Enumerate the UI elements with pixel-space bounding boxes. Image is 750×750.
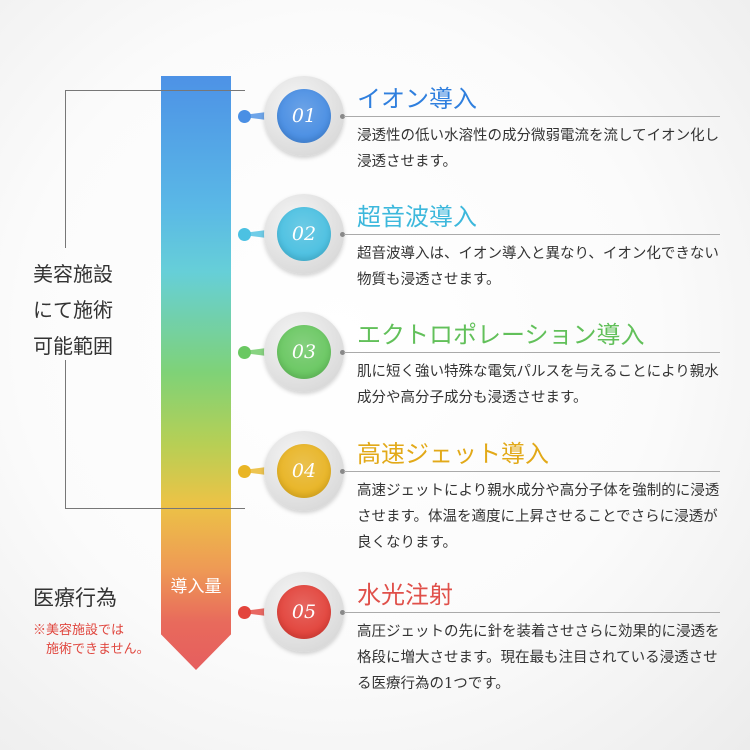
bracket-bottom-line xyxy=(65,508,245,509)
number-badge: 05 xyxy=(277,585,331,639)
method-description: 高圧ジェットの先に針を装着させさらに効果的に浸透を格段に増大させます。現在最も注… xyxy=(357,624,720,692)
divider-dot xyxy=(340,469,345,474)
beauty-salon-range-label: 美容施設 にて施術 可能範囲 xyxy=(33,256,113,364)
bracket-line: にて施術 xyxy=(33,298,113,322)
number-badge: 01 xyxy=(277,89,331,143)
bracket-line: 可能範囲 xyxy=(33,334,113,358)
penetration-amount-label: 導入量 xyxy=(170,577,222,597)
divider-dot xyxy=(340,114,345,119)
divider-line xyxy=(344,471,720,472)
divider-line xyxy=(344,352,720,353)
divider-dot xyxy=(340,350,345,355)
divider-line xyxy=(344,234,720,235)
number-badge: 02 xyxy=(277,207,331,261)
method-title: イオン導入 xyxy=(357,85,477,113)
connector-dot xyxy=(238,110,251,123)
number-badge: 03 xyxy=(277,325,331,379)
bracket-line: 美容施設 xyxy=(33,262,113,286)
medical-practice-label: 医療行為 xyxy=(33,586,117,610)
medical-note: ※美容施設では 施術できません。 xyxy=(33,621,150,659)
connector-dot xyxy=(238,228,251,241)
note-line: 施術できません。 xyxy=(46,642,150,657)
connector-dot xyxy=(238,346,251,359)
method-description: 超音波導入は、イオン導入と異なり、イオン化できない物質も浸透させます。 xyxy=(357,246,719,288)
bracket-lower-vertical xyxy=(65,360,66,508)
method-title: 水光注射 xyxy=(357,581,453,609)
number-badge: 04 xyxy=(277,444,331,498)
method-description: 肌に短く強い特殊な電気パルスを与えることにより親水成分や高分子成分も浸透させます… xyxy=(357,364,719,406)
divider-dot xyxy=(340,610,345,615)
method-title: 高速ジェット導入 xyxy=(357,440,549,468)
bracket-upper-vertical xyxy=(65,90,66,248)
method-title: 超音波導入 xyxy=(357,203,477,231)
connector-dot xyxy=(238,465,251,478)
penetration-gradient-arrow xyxy=(161,76,231,670)
divider-dot xyxy=(340,232,345,237)
bracket-top-line xyxy=(65,90,245,91)
method-title: エクトロポレーション導入 xyxy=(357,321,645,349)
method-description: 浸透性の低い水溶性の成分微弱電流を流してイオン化し浸透させます。 xyxy=(357,128,720,170)
connector-dot xyxy=(238,606,251,619)
method-description: 高速ジェットにより親水成分や高分子体を強制的に浸透させます。体温を適度に上昇させ… xyxy=(357,483,720,551)
note-line: ※美容施設では xyxy=(33,623,125,638)
divider-line xyxy=(344,612,720,613)
divider-line xyxy=(344,116,720,117)
